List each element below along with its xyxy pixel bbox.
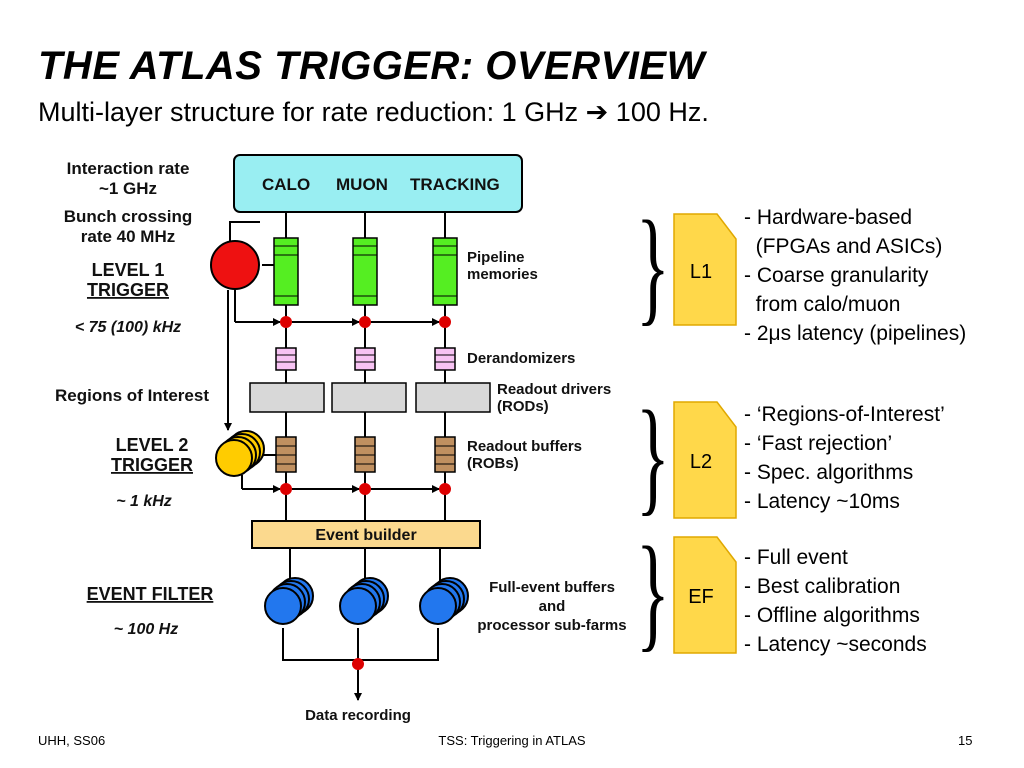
ef-note: - Offline algorithms: [744, 604, 920, 627]
level1-trigger-label: TRIGGER: [87, 280, 169, 300]
event-filter-label: EVENT FILTER: [87, 584, 214, 604]
l1-note: (FPGAs and ASICs): [744, 235, 943, 258]
event-builder-label: Event builder: [315, 527, 416, 544]
event-builder-box: [251, 520, 481, 549]
footer-page-number: 15: [958, 733, 973, 748]
detector-box: [233, 154, 523, 213]
farm-2: [339, 577, 389, 625]
data-recording-label: Data recording: [305, 707, 411, 724]
readout-buffer-lines: [276, 445, 455, 465]
rods-label-2: (RODs): [497, 398, 549, 415]
tag-l2: L2: [690, 451, 712, 473]
farms-label: Full-event buffers: [489, 579, 615, 596]
processor-farms: [264, 577, 469, 625]
ef-note: - Best calibration: [744, 575, 901, 598]
pipeline-memories: [273, 237, 458, 306]
derandomizers: [275, 347, 456, 371]
ef-note: - Full event: [744, 546, 848, 569]
robs-label: Readout buffers: [467, 438, 582, 455]
brace-ef: }: [636, 521, 670, 663]
l2-note: - ‘Regions-of-Interest’: [744, 403, 945, 426]
level2-label: LEVEL 2: [116, 435, 189, 455]
level2-rate: ~ 1 kHz: [116, 493, 172, 510]
slide-subtitle: Multi-layer structure for rate reduction…: [38, 97, 709, 127]
tag-shape-l2: [673, 401, 737, 519]
ef-note: - Latency ~seconds: [744, 633, 927, 656]
ef-notes: - Full event - Best calibration - Offline …: [744, 543, 927, 659]
interaction-rate-label: Interaction rate: [67, 159, 190, 178]
brace-l2: }: [636, 385, 670, 527]
detector-calo-label: CALO: [262, 175, 310, 194]
tag-ef: EF: [688, 586, 714, 608]
event-filter-rate: ~ 100 Hz: [114, 621, 178, 638]
farm-3: [419, 577, 469, 625]
bunch-crossing-label: Bunch crossing: [64, 207, 192, 226]
robs-label-2: (ROBs): [467, 455, 519, 472]
l2-note: - Latency ~10ms: [744, 490, 900, 513]
pipeline-tracking: [432, 237, 458, 306]
level1-notes: - Hardware-based (FPGAs and ASICs) - Coar…: [744, 203, 966, 348]
farms-label-3: processor sub-farms: [477, 617, 626, 634]
level1-rate: < 75 (100) kHz: [75, 319, 181, 336]
level-tag-shapes: [673, 213, 737, 654]
l1-note: - 2μs latency (pipelines): [744, 322, 967, 345]
level1-label: LEVEL 1: [92, 260, 165, 280]
pipeline-muon: [352, 237, 378, 306]
pipeline-label-2: memories: [467, 266, 538, 283]
l2-note: - ‘Fast rejection’: [744, 432, 893, 455]
level2-trigger-label: TRIGGER: [111, 455, 193, 475]
farms-label-2: and: [539, 598, 566, 615]
slide-title: THE ATLAS TRIGGER: OVERVIEW: [38, 44, 705, 88]
farm-1: [264, 577, 314, 625]
readout-drivers: [249, 382, 491, 413]
tag-shape-l1: [673, 213, 737, 326]
level2-trigger-node: [215, 430, 265, 477]
tag-shape-ef: [673, 536, 737, 654]
pipeline-calo: [273, 237, 299, 306]
level2-notes: - ‘Regions-of-Interest’ - ‘Fast rejection…: [744, 400, 945, 516]
l2-note: - Spec. algorithms: [744, 461, 914, 484]
derandomizers-label: Derandomizers: [467, 350, 575, 367]
derandomizer-lines: [276, 354, 455, 363]
l1-note: - Coarse granularity: [744, 264, 929, 287]
rods-label: Readout drivers: [497, 381, 611, 398]
interaction-rate-value: ~1 GHz: [99, 179, 157, 198]
l1-note: from calo/muon: [744, 293, 901, 316]
junction-dots: [280, 316, 451, 670]
brace-l1: }: [636, 195, 670, 337]
regions-of-interest-label: Regions of Interest: [55, 386, 209, 405]
l1-note: - Hardware-based: [744, 206, 913, 229]
level1-trigger-node: [210, 240, 260, 290]
footer-left: UHH, SS06: [38, 733, 106, 748]
tag-l1: L1: [690, 261, 712, 283]
footer-center: TSS: Triggering in ATLAS: [438, 733, 586, 748]
bunch-crossing-value: rate 40 MHz: [81, 227, 175, 246]
detector-tracking-label: TRACKING: [410, 175, 500, 194]
detector-muon-label: MUON: [336, 175, 388, 194]
pipeline-label: Pipeline: [467, 249, 525, 266]
